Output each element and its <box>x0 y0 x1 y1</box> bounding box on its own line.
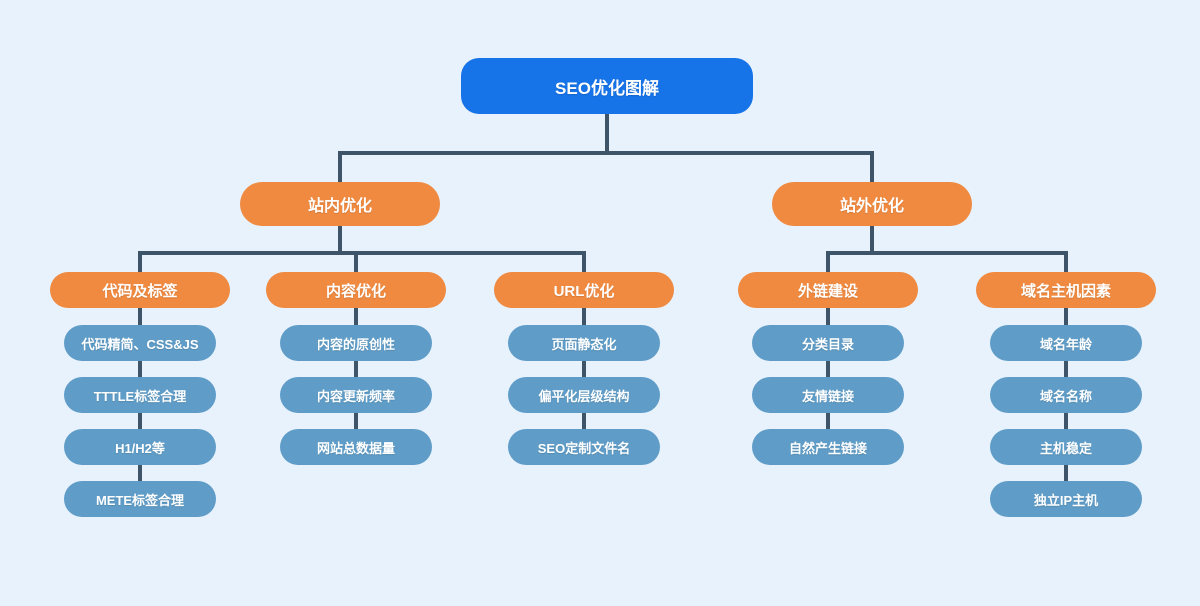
connector-line <box>870 224 874 253</box>
tree-node-leaf: 分类目录 <box>752 325 904 361</box>
connector-line <box>870 153 874 186</box>
connector-line <box>354 253 358 276</box>
tree-node-leaf: 代码精简、CSS&JS <box>64 325 216 361</box>
tree-node-root: SEO优化图解 <box>461 58 753 114</box>
tree-node-leaf: METE标签合理 <box>64 481 216 517</box>
tree-node-leaf: 友情链接 <box>752 377 904 413</box>
connector-line <box>605 112 609 153</box>
connector-line <box>582 306 586 437</box>
connector-line <box>826 306 830 437</box>
connector-line <box>338 224 342 253</box>
tree-node-category: 内容优化 <box>266 272 446 308</box>
tree-node-leaf: 域名名称 <box>990 377 1142 413</box>
tree-node-branch: 站外优化 <box>772 182 972 226</box>
connector-line <box>338 153 342 186</box>
tree-node-leaf: H1/H2等 <box>64 429 216 465</box>
connector-line <box>354 306 358 437</box>
connector-line <box>582 253 586 276</box>
tree-node-leaf: 偏平化层级结构 <box>508 377 660 413</box>
connector-line <box>826 253 830 276</box>
tree-node-category: 代码及标签 <box>50 272 230 308</box>
tree-node-leaf: 自然产生链接 <box>752 429 904 465</box>
tree-node-leaf: SEO定制文件名 <box>508 429 660 465</box>
tree-node-category: URL优化 <box>494 272 674 308</box>
tree-node-leaf: TTTLE标签合理 <box>64 377 216 413</box>
tree-node-leaf: 页面静态化 <box>508 325 660 361</box>
tree-node-leaf: 主机稳定 <box>990 429 1142 465</box>
connector-line <box>138 251 586 255</box>
tree-node-leaf: 内容更新频率 <box>280 377 432 413</box>
connector-line <box>338 151 874 155</box>
connector-line <box>826 251 1068 255</box>
tree-node-leaf: 内容的原创性 <box>280 325 432 361</box>
tree-node-leaf: 网站总数据量 <box>280 429 432 465</box>
connector-line <box>1064 253 1068 276</box>
connector-line <box>138 253 142 276</box>
tree-node-category: 外链建设 <box>738 272 918 308</box>
tree-node-category: 域名主机因素 <box>976 272 1156 308</box>
tree-node-branch: 站内优化 <box>240 182 440 226</box>
tree-node-leaf: 域名年龄 <box>990 325 1142 361</box>
tree-node-leaf: 独立IP主机 <box>990 481 1142 517</box>
